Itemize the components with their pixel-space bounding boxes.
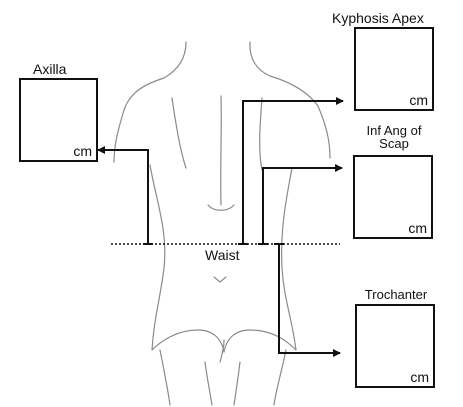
kyphosis-apex-unit: cm	[409, 93, 428, 108]
axilla-measurement-box[interactable]: cm	[19, 78, 98, 162]
trochanter-measurement-box[interactable]: cm	[355, 304, 435, 388]
inf-ang-scap-label: Inf Ang of Scap	[354, 124, 434, 150]
axilla-label: Axilla	[33, 61, 66, 77]
trochanter-unit: cm	[410, 370, 429, 385]
inf-ang-scap-label-line2: Scap	[354, 137, 434, 150]
kyphosis-apex-measurement-box[interactable]: cm	[354, 27, 434, 111]
waist-label: Waist	[205, 247, 239, 263]
trochanter-label: Trochanter	[354, 288, 438, 301]
inf-ang-scap-unit: cm	[408, 221, 427, 236]
axilla-unit: cm	[73, 144, 92, 159]
inf-ang-scap-measurement-box[interactable]: cm	[353, 155, 433, 239]
kyphosis-apex-label: Kyphosis Apex	[332, 10, 424, 26]
